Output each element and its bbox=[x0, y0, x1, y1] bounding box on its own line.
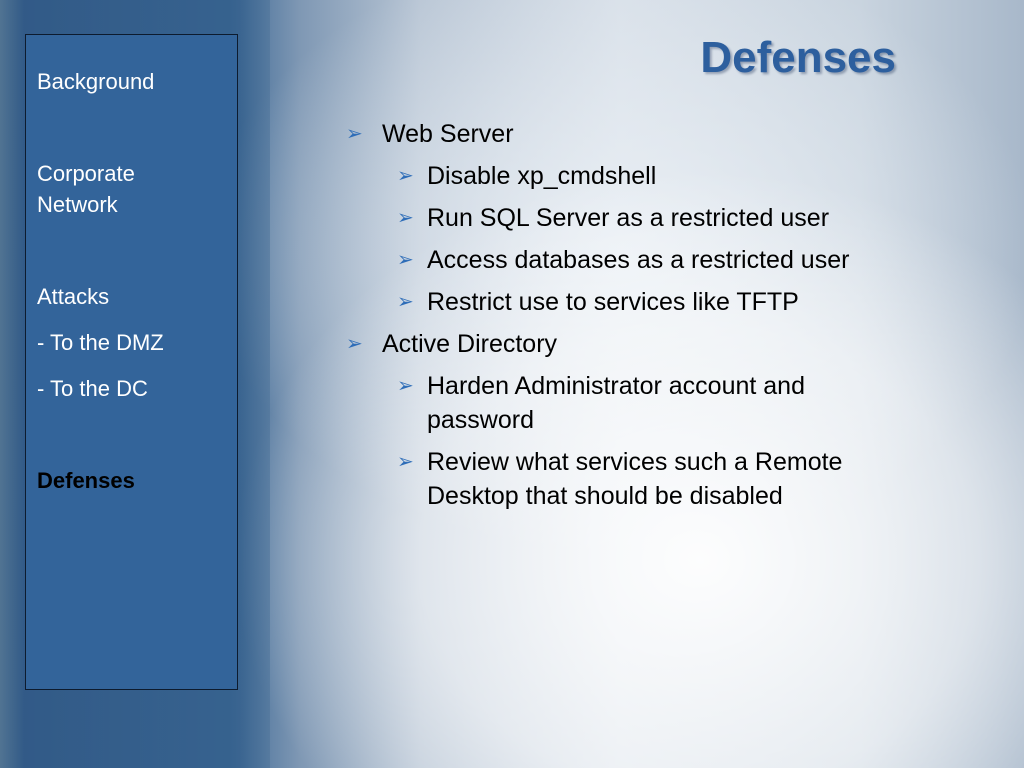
bullet-text: Restrict use to services like TFTP bbox=[427, 288, 799, 316]
bullet-text: Harden Administrator account and passwor… bbox=[427, 372, 805, 434]
arrow-bullet-icon: ➢ bbox=[346, 333, 363, 355]
bullet-list: ➢ Web Server ➢ Disable xp_cmdshell ➢ Run… bbox=[342, 117, 882, 521]
sub-bullet: ➢ Review what services such a Remote Des… bbox=[342, 445, 882, 513]
bullet-web-server: ➢ Web Server bbox=[342, 117, 882, 151]
navigation-panel: Background Corporate Network Attacks - T… bbox=[25, 34, 238, 690]
nav-item-to-the-dmz[interactable]: - To the DMZ bbox=[37, 330, 164, 355]
bullet-text: Run SQL Server as a restricted user bbox=[427, 204, 830, 232]
nav-item-corporate-network[interactable]: Corporate Network bbox=[37, 161, 135, 217]
sub-bullet: ➢ Run SQL Server as a restricted user bbox=[342, 201, 882, 235]
arrow-bullet-icon: ➢ bbox=[397, 291, 414, 313]
arrow-bullet-icon: ➢ bbox=[397, 249, 414, 271]
nav-item-defenses[interactable]: Defenses bbox=[37, 468, 135, 493]
nav-item-background[interactable]: Background bbox=[37, 69, 155, 94]
sub-bullet: ➢ Restrict use to services like TFTP bbox=[342, 285, 882, 319]
arrow-bullet-icon: ➢ bbox=[397, 165, 414, 187]
arrow-bullet-icon: ➢ bbox=[397, 207, 414, 229]
sub-bullet: ➢ Harden Administrator account and passw… bbox=[342, 369, 882, 437]
bullet-text: Web Server bbox=[382, 120, 514, 148]
slide-title: Defenses bbox=[700, 33, 896, 82]
bullet-text: Review what services such a Remote Deskt… bbox=[427, 448, 843, 510]
sub-bullet: ➢ Access databases as a restricted user bbox=[342, 243, 882, 277]
nav-item-to-the-dc[interactable]: - To the DC bbox=[37, 376, 148, 401]
bullet-active-directory: ➢ Active Directory bbox=[342, 327, 882, 361]
nav-item-attacks[interactable]: Attacks bbox=[37, 284, 110, 309]
arrow-bullet-icon: ➢ bbox=[397, 451, 414, 473]
bullet-text: Active Directory bbox=[382, 330, 558, 358]
bullet-text: Disable xp_cmdshell bbox=[427, 162, 657, 190]
bullet-text: Access databases as a restricted user bbox=[427, 246, 850, 274]
sub-bullet: ➢ Disable xp_cmdshell bbox=[342, 159, 882, 193]
arrow-bullet-icon: ➢ bbox=[397, 375, 414, 397]
arrow-bullet-icon: ➢ bbox=[346, 123, 363, 145]
